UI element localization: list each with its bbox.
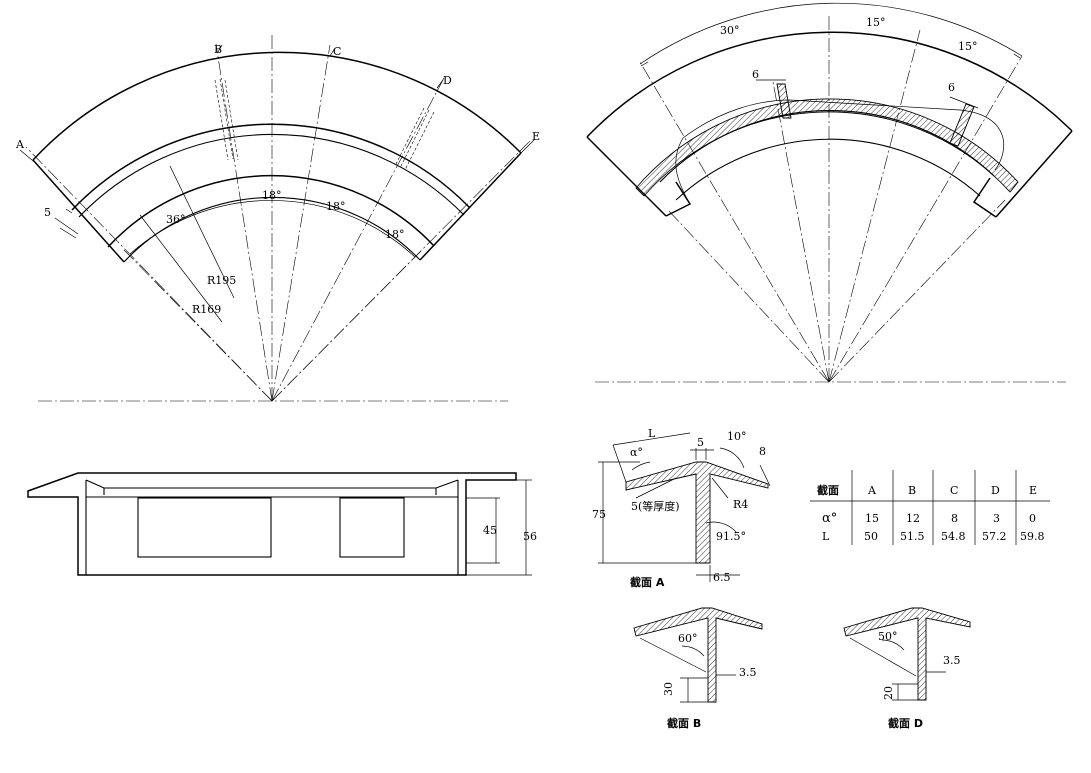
section-b-title: 截面 B	[667, 716, 701, 730]
angle-15-a: 15°	[866, 16, 886, 29]
label-c: C	[333, 45, 341, 58]
label-b: B	[214, 43, 222, 56]
dim-5: 5	[697, 436, 704, 449]
section-a: L α° 5 10° 8 75 5(等厚度) R4 91.5° 6.5 截面 A	[592, 427, 771, 589]
angle-91-5: 91.5°	[716, 530, 746, 543]
angle-30: 30°	[720, 24, 740, 37]
table-cell-r0c4: 3	[993, 512, 1000, 525]
radial-centerlines-right	[639, 14, 1023, 383]
radius-r169: R169	[192, 303, 221, 316]
dim-75: 75	[592, 508, 606, 521]
rib-left	[776, 83, 792, 119]
table-cell-r0c0: α°	[822, 511, 837, 526]
table-cell-r1c4: 57.2	[982, 530, 1007, 543]
parameter-table: 截面 A B C D E α° 15 12 8 3 0 L 50 51.5 54…	[810, 470, 1050, 545]
rib-right-6: 6	[948, 81, 955, 94]
rib-right	[949, 103, 975, 147]
dim-20: 20	[882, 686, 895, 700]
dim-3-5-b: 3.5	[739, 666, 757, 679]
thickness-note: 5(等厚度)	[631, 499, 680, 513]
alpha-angle: α°	[630, 446, 643, 459]
section-d-title: 截面 D	[888, 716, 923, 730]
table-header-0: 截面	[817, 483, 839, 497]
flange-section	[635, 98, 1019, 197]
angle-60: 60°	[678, 632, 698, 645]
angle-18-b: 18°	[326, 200, 346, 213]
table-cell-r1c3: 54.8	[941, 530, 966, 543]
dim-56: 56	[523, 530, 537, 543]
inner-arc-2	[78, 133, 465, 218]
top-left-plan-view: A B C D E 36° 18° 18° 18° R195 R169 5	[15, 32, 540, 402]
r195-leader	[169, 165, 235, 299]
dim-30: 30	[662, 682, 675, 696]
right-edge	[419, 152, 522, 261]
dim-6-5: 6.5	[713, 571, 731, 584]
table-header-2: B	[908, 484, 916, 497]
section-d: 50° 3.5 20 截面 D	[843, 607, 971, 730]
angle-15-b: 15°	[958, 40, 978, 53]
angle-50: 50°	[878, 630, 898, 643]
r169-leader	[139, 214, 223, 323]
dim-45: 45	[483, 524, 497, 537]
table-cell-r1c1: 50	[864, 530, 878, 543]
inner-arc-1	[71, 123, 471, 211]
table-cell-r0c3: 8	[951, 512, 958, 525]
side-view: 45 56	[27, 472, 537, 576]
table-header-3: C	[950, 484, 958, 497]
angle-dimension-arc	[129, 200, 416, 258]
radius-r4: R4	[733, 498, 748, 511]
table-cell-r1c2: 51.5	[900, 530, 925, 543]
angle-36: 36°	[166, 213, 186, 226]
table-header-1: A	[867, 484, 877, 497]
slot-d	[394, 107, 435, 171]
table-cell-r1c5: 59.8	[1020, 530, 1045, 543]
inner-arc-3	[107, 174, 435, 248]
slot-b	[214, 78, 239, 161]
window-right	[339, 497, 405, 558]
left-edge	[32, 159, 125, 263]
width-5: 5	[44, 206, 51, 219]
radius-r195: R195	[207, 274, 236, 287]
table-header-4: D	[991, 484, 1000, 497]
table-cell-r0c1: 15	[865, 512, 879, 525]
label-a: A	[15, 138, 25, 151]
radial-centerlines	[25, 32, 531, 402]
label-e: E	[532, 130, 540, 143]
angle-18-c: 18°	[385, 228, 405, 241]
section-a-title: 截面 A	[630, 575, 665, 589]
window-left	[137, 497, 272, 558]
table-header-5: E	[1029, 484, 1037, 497]
outer-arc-right	[586, 31, 1073, 138]
rib-left-6: 6	[752, 68, 759, 81]
table-cell-r0c2: 12	[906, 512, 920, 525]
dim-8: 8	[759, 445, 766, 458]
table-cell-r1c0: L	[822, 530, 830, 543]
section-b: 60° 3.5 30 截面 B	[633, 607, 763, 730]
outer-arc	[32, 51, 522, 161]
label-d: D	[443, 74, 452, 87]
angle-10: 10°	[727, 430, 747, 443]
top-right-plan-view: 30° 15° 15° 6 6	[586, 2, 1073, 383]
dim-l: L	[648, 427, 656, 440]
angle-18-a: 18°	[262, 189, 282, 202]
dim-3-5-d: 3.5	[943, 654, 961, 667]
table-cell-r0c5: 0	[1029, 512, 1036, 525]
